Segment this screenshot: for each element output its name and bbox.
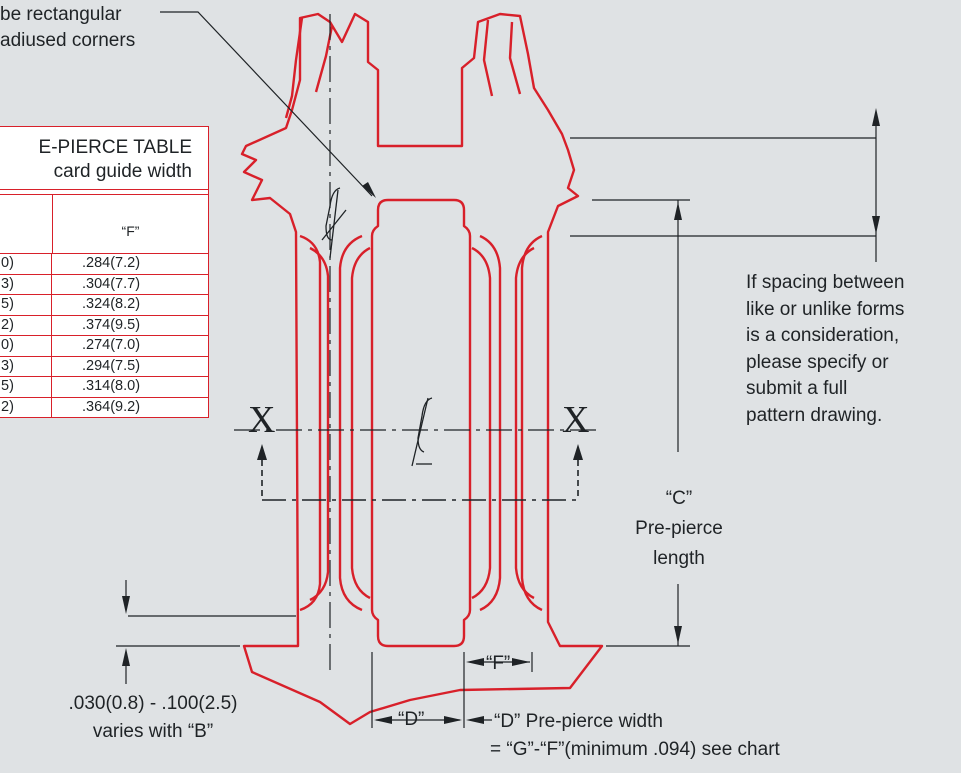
table-cell-left: .2) (0, 396, 52, 417)
table-cell-left: .0) (0, 254, 52, 274)
table-cell-f: .314(8.0) (52, 376, 208, 397)
table-cell-f: .324(8.2) (52, 294, 208, 315)
spacing-note: If spacing between like or unlike forms … (746, 270, 904, 429)
d-note-line: = “G”-“F”(minimum .094) see chart (490, 739, 780, 760)
table-subtitle: card guide width (0, 159, 208, 190)
callout-line-2: adiused corners (0, 30, 136, 51)
table-row: .5).324(8.2) (0, 294, 208, 315)
table-group-1: .0) .284(7.2) .3).304(7.7) .5).324(8.2) .… (0, 254, 208, 336)
spacing-note-line: like or unlike forms (746, 298, 905, 320)
tolerance-line: varies with “B” (92, 721, 214, 742)
table-cell-f: .374(9.5) (52, 314, 208, 336)
table-cell-f: .304(7.7) (52, 273, 208, 295)
callout-top: be rectangular adiused corners (0, 2, 135, 54)
c-label-line: “C” (665, 488, 693, 509)
table-row: .0) .274(7.0) (0, 336, 208, 356)
pierce-window (370, 198, 472, 648)
table-cell-left: .2) (0, 314, 52, 335)
tolerance-line: .030(0.8) - .100(2.5) (68, 693, 238, 714)
callout-line-1: be rectangular (0, 4, 122, 25)
outer-contour (240, 12, 604, 726)
spacing-note-line: is a consideration, (746, 325, 900, 346)
table-cell-left: .5) (0, 294, 52, 315)
table-cell-f: .274(7.0) (82, 337, 141, 353)
table-row: .3).294(7.5) (0, 355, 208, 377)
table-cell-f: .284(7.2) (82, 255, 141, 271)
d-width-note: “D” Pre-pierce width = “G”-“F”(minimum .… (490, 708, 780, 764)
f-dimension-label: “F” (486, 653, 511, 674)
spacing-note-line: submit a full (746, 378, 848, 399)
c-label-line: length (653, 548, 705, 569)
d-note-line: “D” Pre-pierce width (494, 711, 663, 732)
tolerance-note: .030(0.8) - .100(2.5) varies with “B” (18, 690, 288, 746)
table-header: “F” (0, 194, 208, 254)
table-row: .0) .284(7.2) (0, 254, 208, 274)
spacing-note-line: please specify or (746, 351, 889, 373)
spacing-note-line: If spacing between (746, 272, 905, 293)
table-cell-left: .3) (0, 273, 52, 294)
section-mark-right: X (562, 399, 590, 441)
pre-pierce-table: E-PIERCE TABLE card guide width “F” .0).… (0, 126, 209, 418)
centerline-symbol-center (417, 397, 433, 453)
table-row: .2).374(9.5) (0, 314, 208, 336)
table-cell-left: .5) (0, 376, 52, 397)
spacing-note-line: pattern drawing. (746, 404, 883, 426)
table-cell-f: .294(7.5) (52, 355, 208, 377)
table-header-left (0, 195, 53, 253)
table-row: .5).314(8.0) (0, 376, 208, 397)
table-title: E-PIERCE TABLE (38, 137, 192, 158)
table-row: .3).304(7.7) (0, 273, 208, 295)
section-mark-left: X (248, 399, 276, 441)
c-label-line: Pre-pierce (635, 518, 723, 539)
table-cell-left: .3) (0, 355, 52, 376)
c-dimension-label: “C” Pre-pierce length (612, 484, 746, 574)
table-cell-left: .0) (0, 336, 52, 356)
d-dimension-label: “D” (398, 709, 425, 730)
table-cell-f: .364(9.2) (52, 396, 208, 418)
table-row: .2).364(9.2) (0, 396, 208, 418)
table-group-2: .0) .274(7.0) .3).294(7.5) .5).314(8.0) .… (0, 336, 208, 417)
table-header-f: “F” (121, 223, 140, 239)
centerline-symbol-top (325, 187, 341, 241)
